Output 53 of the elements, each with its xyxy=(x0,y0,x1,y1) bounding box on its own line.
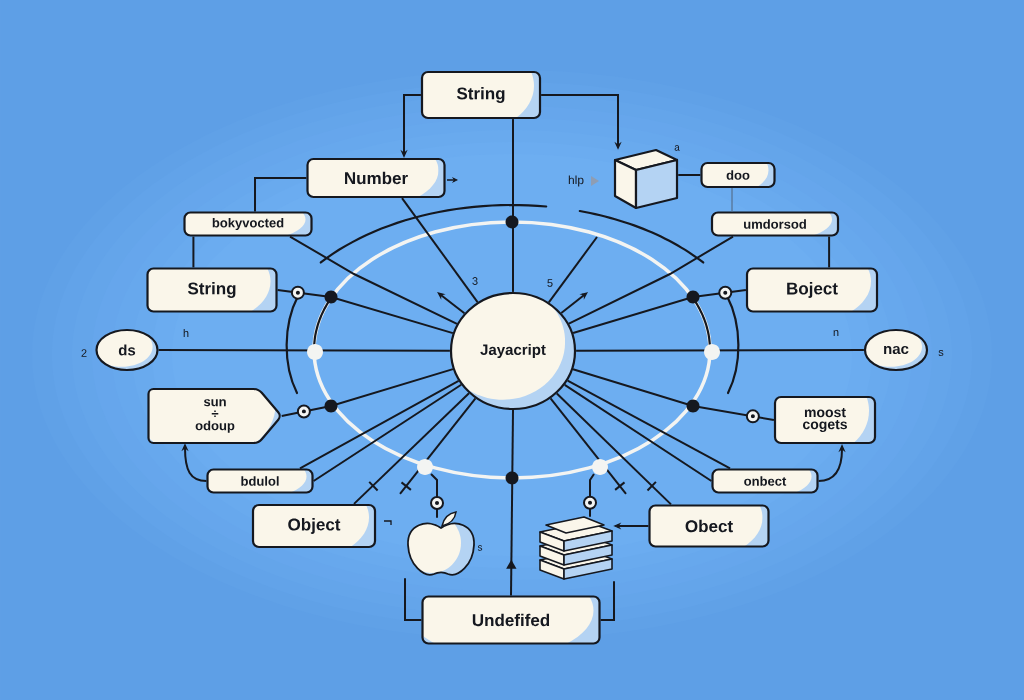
connector-line xyxy=(512,118,514,293)
tag-box: sun ÷ odoup xyxy=(147,387,281,445)
connector-line xyxy=(549,397,627,495)
connector-line xyxy=(192,235,195,269)
rounded-box: doo xyxy=(700,161,776,189)
rounded-box: onbect xyxy=(711,468,819,494)
connector-line xyxy=(353,392,470,505)
rounded-box: Boject xyxy=(745,267,879,313)
small-label: 3 xyxy=(472,277,478,285)
connector-line xyxy=(828,235,831,269)
connector-line xyxy=(157,349,451,352)
rounded-box: Number xyxy=(306,157,446,199)
connector-line xyxy=(276,285,454,335)
connector-line xyxy=(547,236,598,304)
small-label: n xyxy=(833,330,839,336)
connector-line xyxy=(567,235,734,325)
connector-line xyxy=(583,473,597,518)
connector-line xyxy=(677,174,702,176)
arrow xyxy=(560,292,588,314)
rounded-box: bokyvocted xyxy=(183,211,313,237)
small-label: s xyxy=(938,350,944,356)
rounded-box: String xyxy=(146,267,278,313)
rounded-box: String xyxy=(420,70,542,120)
connector-line xyxy=(254,177,308,213)
small-label: 5 xyxy=(547,279,553,287)
arrow xyxy=(437,292,466,315)
rounded-box: Obect xyxy=(648,504,770,548)
small-label: s xyxy=(477,545,483,551)
rounded-box: moost cogets xyxy=(773,395,877,445)
small-label: h xyxy=(183,329,189,337)
connector-line xyxy=(299,379,460,470)
connector-line xyxy=(289,235,458,325)
rounded-box: Object xyxy=(251,503,377,549)
small-label: a xyxy=(674,145,680,151)
small-label: hlp xyxy=(568,175,584,187)
connector-line xyxy=(731,187,733,212)
connector-line xyxy=(404,577,423,621)
connector-line xyxy=(401,197,479,304)
connector-line xyxy=(575,349,865,352)
connector-line xyxy=(312,383,463,482)
connector-line xyxy=(399,397,477,495)
connector-line xyxy=(430,473,444,519)
rounded-box: bdulol xyxy=(206,468,314,494)
connector-line xyxy=(599,580,615,621)
rounded-box: umdorsod xyxy=(710,211,840,237)
books-drawing xyxy=(539,516,613,580)
connector-line xyxy=(566,379,731,470)
connector-line xyxy=(572,368,775,424)
arrow xyxy=(506,409,517,597)
rounded-box: Undefifed xyxy=(421,595,601,645)
connector-line xyxy=(555,392,672,506)
connector-line xyxy=(563,383,713,482)
connector-line xyxy=(572,285,747,334)
